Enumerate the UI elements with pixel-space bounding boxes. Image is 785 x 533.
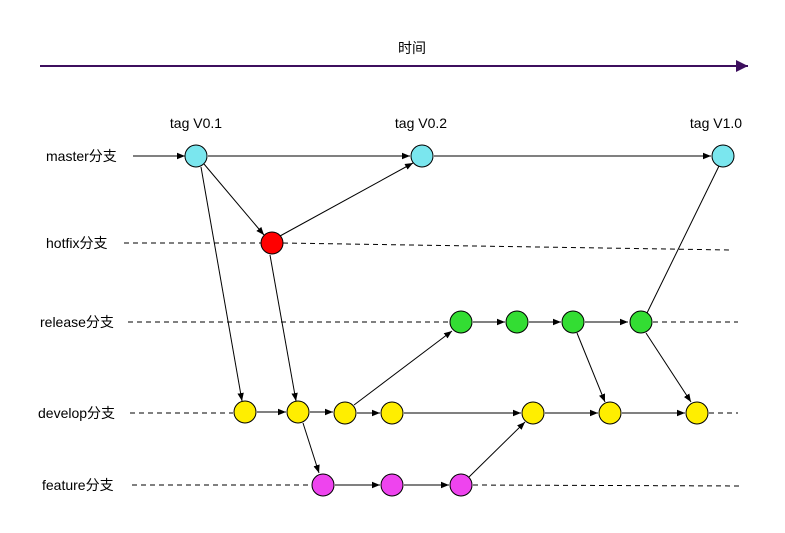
master-to-hotfix-arrow bbox=[203, 163, 265, 236]
release-to-develop-arrow-2 bbox=[645, 332, 692, 403]
hotfix-commits bbox=[260, 231, 284, 255]
feature-to-develop-arrow bbox=[468, 421, 526, 478]
commit-hotfix[interactable] bbox=[260, 231, 284, 255]
commit-master-v1-0[interactable] bbox=[711, 144, 735, 168]
commit-develop-2[interactable] bbox=[286, 400, 310, 424]
hotfix-lane-tail bbox=[282, 242, 731, 251]
branch-label-hotfix: hotfix分支 bbox=[46, 235, 107, 251]
branch-label-develop: develop分支 bbox=[38, 405, 115, 421]
commit-develop-7[interactable] bbox=[685, 401, 709, 425]
commit-feature-3[interactable] bbox=[449, 473, 473, 497]
feature-commits bbox=[311, 473, 473, 497]
commit-develop-5[interactable] bbox=[521, 401, 545, 425]
commit-release-1[interactable] bbox=[449, 310, 473, 334]
develop-to-release-arrow bbox=[353, 330, 453, 406]
hotfix-to-master-arrow bbox=[279, 162, 414, 237]
commit-master-v0-2[interactable] bbox=[410, 144, 434, 168]
hotfix-to-develop-arrow bbox=[269, 254, 298, 402]
develop-to-feature-arrow bbox=[302, 422, 320, 474]
master-to-develop-arrow bbox=[200, 166, 244, 402]
tag-label-v0-2: tag V0.2 bbox=[395, 115, 447, 131]
tag-label-v0-1: tag V0.1 bbox=[170, 115, 222, 131]
branch-label-feature: feature分支 bbox=[42, 477, 114, 493]
release-to-master-line bbox=[646, 165, 720, 314]
develop-commits bbox=[233, 400, 709, 425]
branch-label-release: release分支 bbox=[40, 314, 114, 330]
commit-release-3[interactable] bbox=[561, 310, 585, 334]
release-to-develop-arrow-1 bbox=[576, 332, 606, 403]
branch-label-master: master分支 bbox=[46, 148, 117, 164]
release-commits bbox=[449, 310, 653, 334]
commit-develop-3[interactable] bbox=[333, 401, 357, 425]
commit-release-2[interactable] bbox=[505, 310, 529, 334]
time-axis-label: 时间 bbox=[398, 40, 426, 56]
tag-label-v1-0: tag V1.0 bbox=[690, 115, 742, 131]
commit-feature-1[interactable] bbox=[311, 473, 335, 497]
commit-develop-1[interactable] bbox=[233, 400, 257, 424]
commit-develop-6[interactable] bbox=[598, 401, 622, 425]
commit-release-4[interactable] bbox=[629, 310, 653, 334]
commit-develop-4[interactable] bbox=[380, 401, 404, 425]
master-commits bbox=[184, 144, 735, 168]
commit-master-v0-1[interactable] bbox=[184, 144, 208, 168]
commit-feature-2[interactable] bbox=[380, 473, 404, 497]
feature-lane-tail bbox=[472, 484, 743, 487]
